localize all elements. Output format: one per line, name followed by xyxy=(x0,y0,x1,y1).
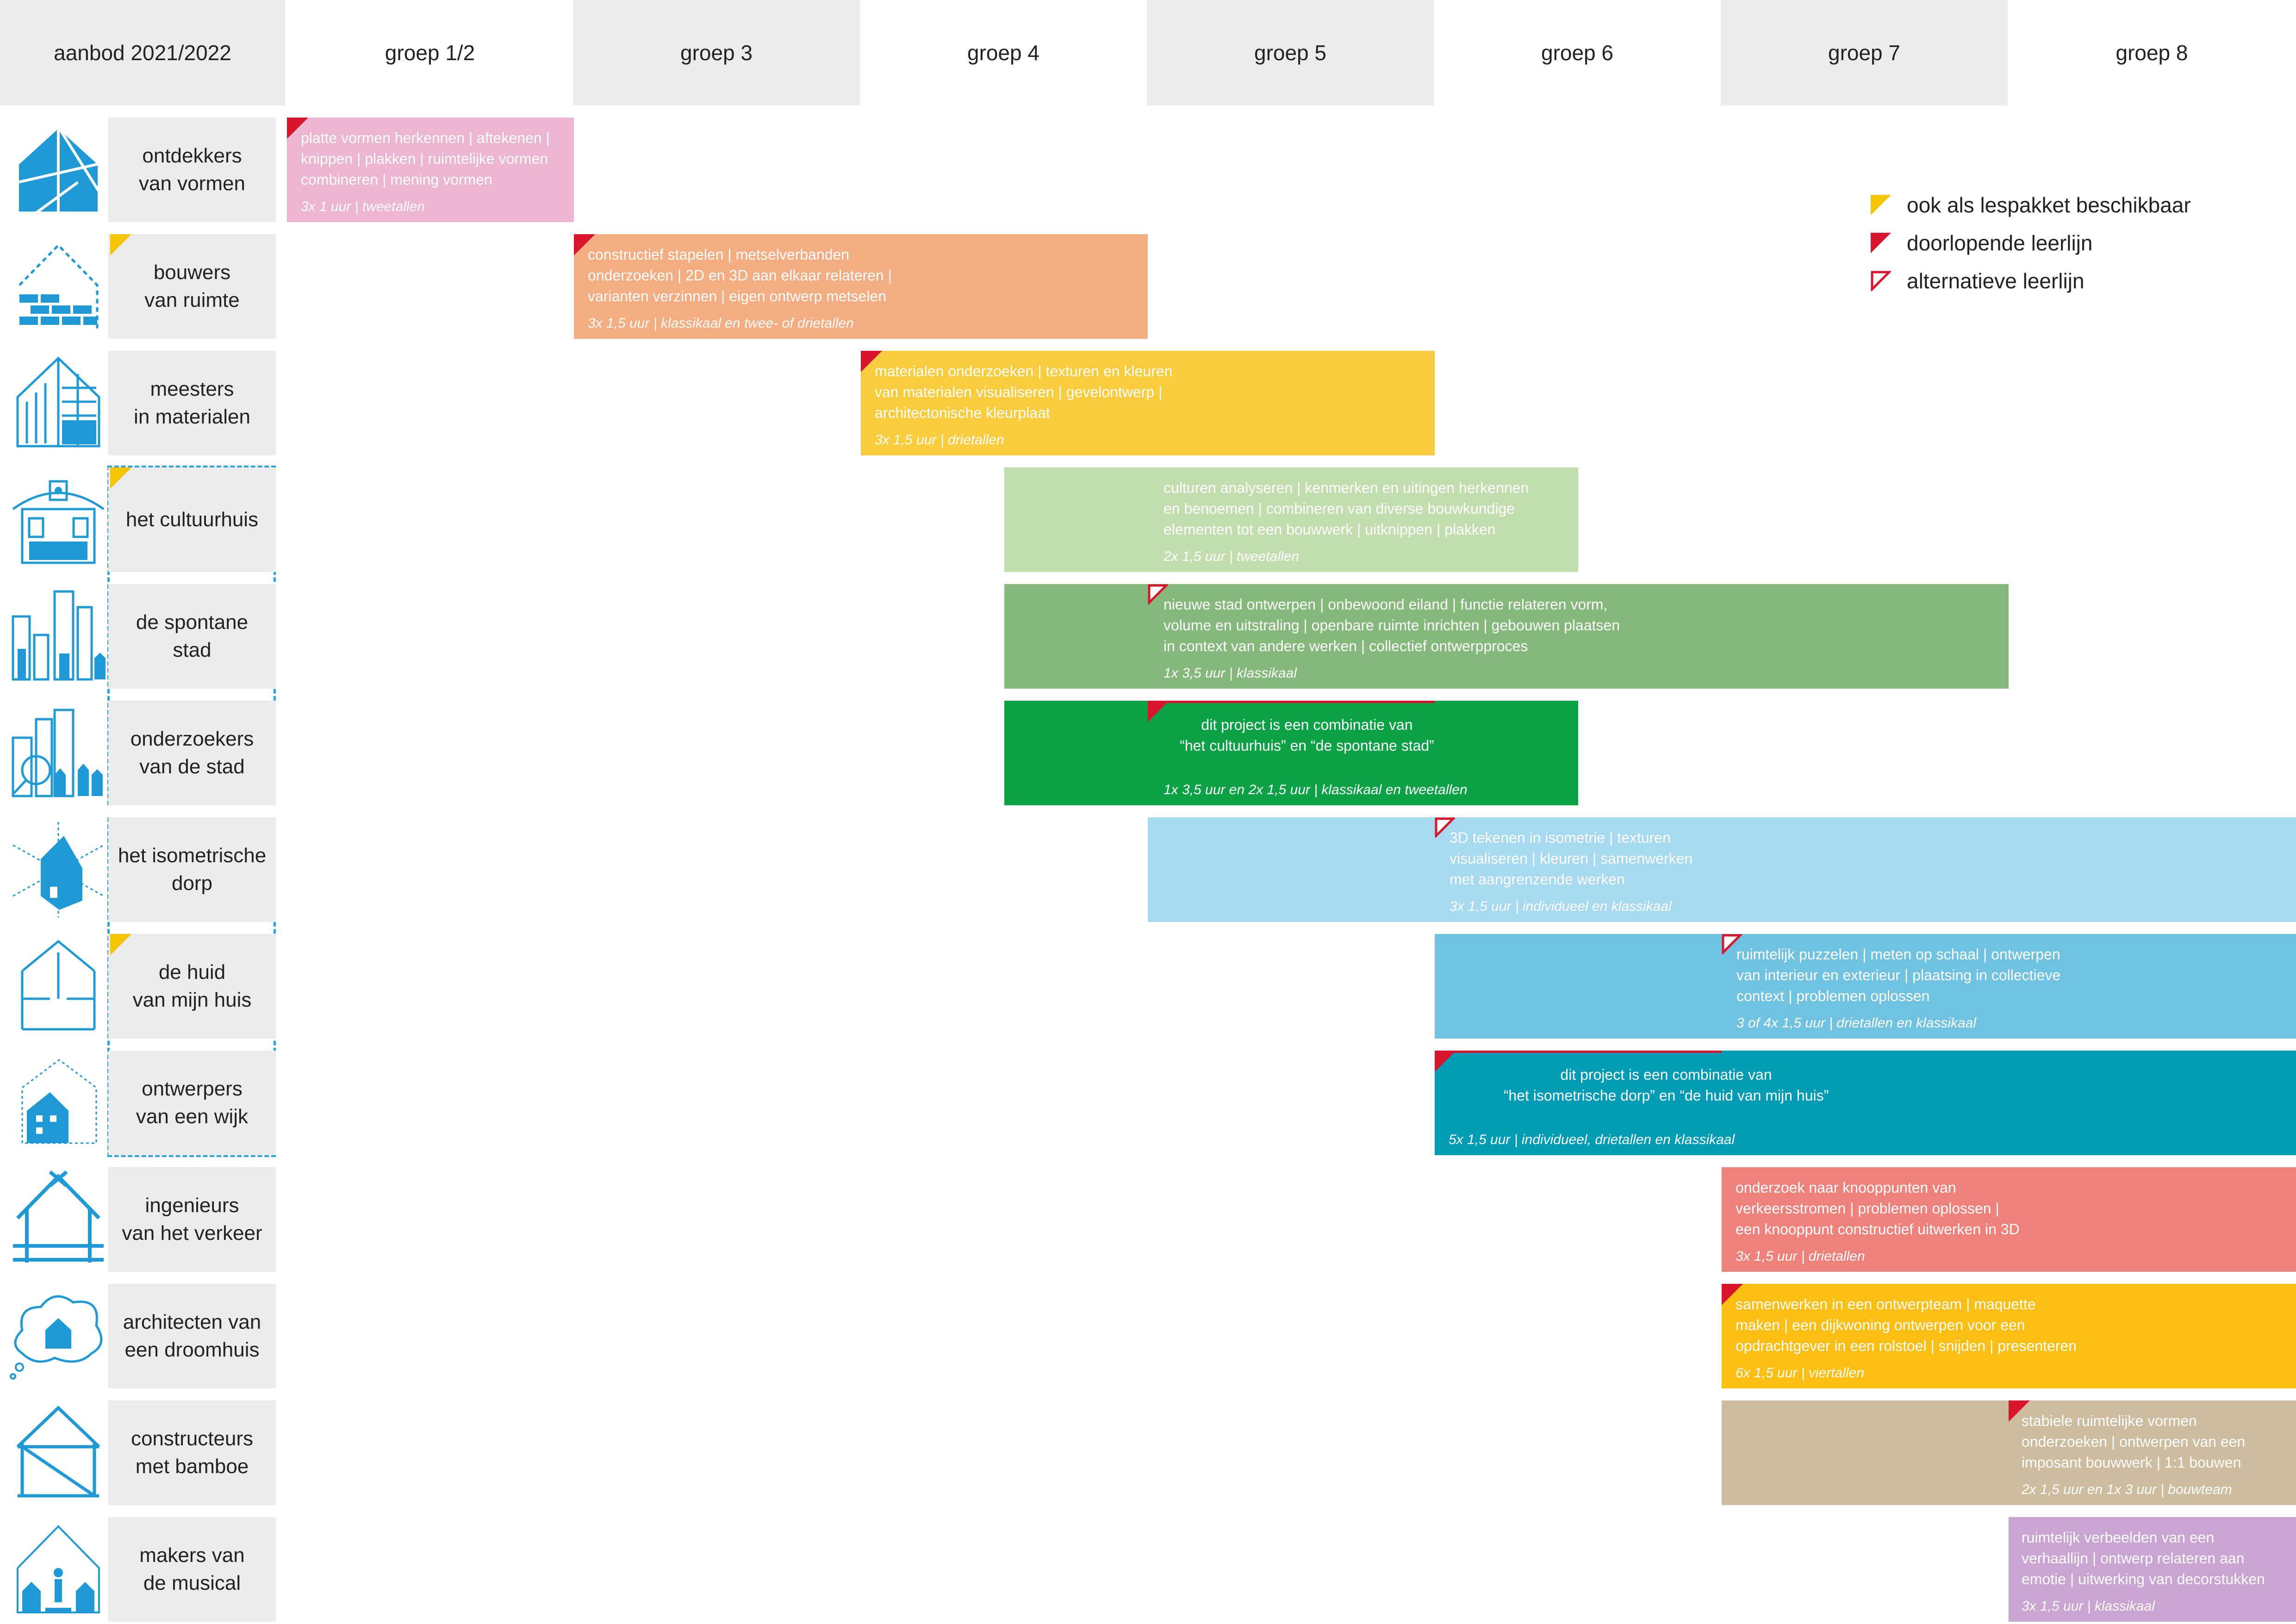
neighbourhood-icon xyxy=(8,1051,108,1155)
program-bar-meesters[interactable]: materialen onderzoeken | texturen en kle… xyxy=(861,351,1435,455)
group-header-5: groep 5 xyxy=(1147,0,1434,106)
bar-meta: 1x 3,5 uur | klassikaal xyxy=(1164,666,1297,681)
bar-description: materialen onderzoeken | texturen en kle… xyxy=(875,363,1173,421)
continuous-marker-icon xyxy=(2009,1400,2030,1422)
city-magnifier-icon xyxy=(8,701,108,805)
continuous-line xyxy=(1435,1051,1722,1053)
package-marker-icon xyxy=(110,234,131,255)
bar-description: 3D tekenen in isometrie | texturen visua… xyxy=(1450,829,1693,888)
alternative-marker-icon xyxy=(1722,934,1743,956)
legend-package: ook als lespakket beschikbaar xyxy=(1871,193,2191,218)
bar-meta: 3x 1,5 uur | individueel en klassikaal xyxy=(1450,899,1672,914)
row-label-constructeurs: constructeurs met bamboe xyxy=(108,1400,276,1505)
row-label-ingenieurs: ingenieurs van het verkeer xyxy=(108,1167,276,1272)
alternative-marker-icon xyxy=(1435,817,1456,839)
program-bar-spontane-stad[interactable]: nieuwe stad ontwerpen | onbewoond eiland… xyxy=(1004,584,2009,689)
bar-description: ruimtelijk verbeelden van een verhaallij… xyxy=(2022,1529,2265,1587)
program-bar-ontwerpers[interactable]: dit project is een combinatie van “het i… xyxy=(1435,1051,2296,1155)
bridge-house-icon xyxy=(8,1167,108,1272)
bar-description: onderzoek naar knooppunten van verkeerss… xyxy=(1736,1179,2020,1238)
row-label-architecten: architecten van een droomhuis xyxy=(108,1284,276,1388)
materials-house-icon xyxy=(8,351,108,455)
group-header-8: groep 8 xyxy=(2116,41,2188,65)
isometric-house-icon xyxy=(8,817,108,922)
bar-meta: 3x 1,5 uur | klassikaal en twee- of drie… xyxy=(588,316,854,331)
house-plan-icon xyxy=(8,934,108,1039)
bar-description: dit project is een combinatie van “het i… xyxy=(1503,1066,1829,1104)
row-label-makers: makers van de musical xyxy=(108,1517,276,1622)
group-header-4: groep 4 xyxy=(967,41,1039,65)
group-header-3: groep 3 xyxy=(573,0,860,106)
row-label-huid: de huid van mijn huis xyxy=(108,934,276,1039)
brick-house-icon xyxy=(8,234,108,339)
row-label-ontwerpers: ontwerpers van een wijk xyxy=(108,1051,276,1155)
red-outline-triangle-icon xyxy=(1871,271,1892,292)
program-bar-architecten[interactable]: samenwerken in een ontwerpteam | maquett… xyxy=(1722,1284,2296,1388)
bar-meta: 3x 1,5 uur | drietallen xyxy=(875,432,1004,448)
row-label-spontane-stad: de spontane stad xyxy=(108,584,276,689)
row-label-onderzoekers: onderzoekers van de stad xyxy=(108,701,276,805)
program-bar-constructeurs[interactable]: stabiele ruimtelijke vormen onderzoeken … xyxy=(1722,1400,2296,1505)
program-bar-huid[interactable]: ruimtelijk puzzelen | meten op schaal | … xyxy=(1435,934,2296,1039)
city-skyline-icon xyxy=(8,584,108,689)
bar-meta: 3 of 4x 1,5 uur | drietallen en klassika… xyxy=(1736,1015,1977,1031)
bar-description: constructief stapelen | metselverbanden … xyxy=(588,246,892,305)
continuous-marker-icon xyxy=(1722,1284,1743,1305)
bar-description: samenwerken in een ontwerpteam | maquett… xyxy=(1736,1296,2077,1354)
bar-meta: 5x 1,5 uur | individueel, drietallen en … xyxy=(1449,1132,1735,1147)
continuous-marker-icon xyxy=(287,118,308,139)
bar-description: dit project is een combinatie van “het c… xyxy=(1180,716,1434,754)
house-shapes-icon xyxy=(8,118,108,222)
program-bar-makers[interactable]: ruimtelijk verbeelden van een verhaallij… xyxy=(2009,1517,2296,1622)
continuous-marker-icon xyxy=(861,351,882,372)
row-label-isometrische-dorp: het isometrische dorp xyxy=(108,817,276,922)
bar-meta: 6x 1,5 uur | viertallen xyxy=(1736,1365,1864,1381)
program-bar-isometrische-dorp[interactable]: 3D tekenen in isometrie | texturen visua… xyxy=(1148,817,2296,922)
alternative-marker-icon xyxy=(1148,584,1170,606)
bar-meta: 1x 3,5 uur en 2x 1,5 uur | klassikaal en… xyxy=(1164,782,1468,797)
bamboe-house-icon xyxy=(8,1400,108,1505)
group-header-7: groep 7 xyxy=(1721,0,2008,106)
bar-meta: 3x 1,5 uur | klassikaal xyxy=(2022,1599,2155,1614)
bar-description: nieuwe stad ontwerpen | onbewoond eiland… xyxy=(1164,596,1620,654)
program-bar-cultuurhuis[interactable]: culturen analyseren | kenmerken en uitin… xyxy=(1004,467,1578,572)
row-label-meesters: meesters in materialen xyxy=(108,351,276,455)
bar-meta: 3x 1,5 uur | drietallen xyxy=(1736,1249,1865,1264)
continuous-line xyxy=(1148,701,1435,703)
continuous-marker-icon xyxy=(1435,1051,1456,1072)
musical-stage-icon xyxy=(8,1517,108,1622)
legend-alternative: alternatieve leerlijn xyxy=(1871,268,2084,293)
bar-description: stabiele ruimtelijke vormen onderzoeken … xyxy=(2022,1412,2246,1471)
row-label-cultuurhuis: het cultuurhuis xyxy=(108,467,276,572)
bar-meta: 2x 1,5 uur | tweetallen xyxy=(1164,549,1299,564)
header-corner: aanbod 2021/2022 xyxy=(0,0,285,106)
bar-meta: 3x 1 uur | tweetallen xyxy=(301,199,425,214)
bar-description: culturen analyseren | kenmerken en uitin… xyxy=(1164,479,1529,538)
program-bar-ontdekkers[interactable]: platte vormen herkennen | aftekenen | kn… xyxy=(287,118,574,222)
bar-description: ruimtelijk puzzelen | meten op schaal | … xyxy=(1736,946,2061,1004)
package-marker-icon xyxy=(110,934,131,955)
bar-meta: 2x 1,5 uur en 1x 3 uur | bouwteam xyxy=(2022,1482,2232,1497)
package-marker-icon xyxy=(110,467,131,489)
group-header-1-2: groep 1/2 xyxy=(385,41,475,65)
dream-house-icon xyxy=(8,1284,108,1388)
row-label-ontdekkers: ontdekkers van vormen xyxy=(108,118,276,222)
continuous-marker-icon xyxy=(574,234,595,255)
bar-description: platte vormen herkennen | aftekenen | kn… xyxy=(301,130,550,188)
red-triangle-icon xyxy=(1871,233,1891,253)
program-bar-bouwers[interactable]: constructief stapelen | metselverbanden … xyxy=(574,234,1148,339)
row-label-bouwers: bouwers van ruimte xyxy=(108,234,276,339)
culture-house-icon xyxy=(8,467,108,572)
program-bar-onderzoekers[interactable]: dit project is een combinatie van “het c… xyxy=(1004,701,1578,805)
legend-continuous: doorlopende leerlijn xyxy=(1871,230,2093,255)
yellow-triangle-icon xyxy=(1871,195,1891,215)
continuous-marker-icon xyxy=(1148,701,1169,722)
group-header-6: groep 6 xyxy=(1541,41,1613,65)
program-bar-ingenieurs[interactable]: onderzoek naar knooppunten van verkeerss… xyxy=(1722,1167,2296,1272)
